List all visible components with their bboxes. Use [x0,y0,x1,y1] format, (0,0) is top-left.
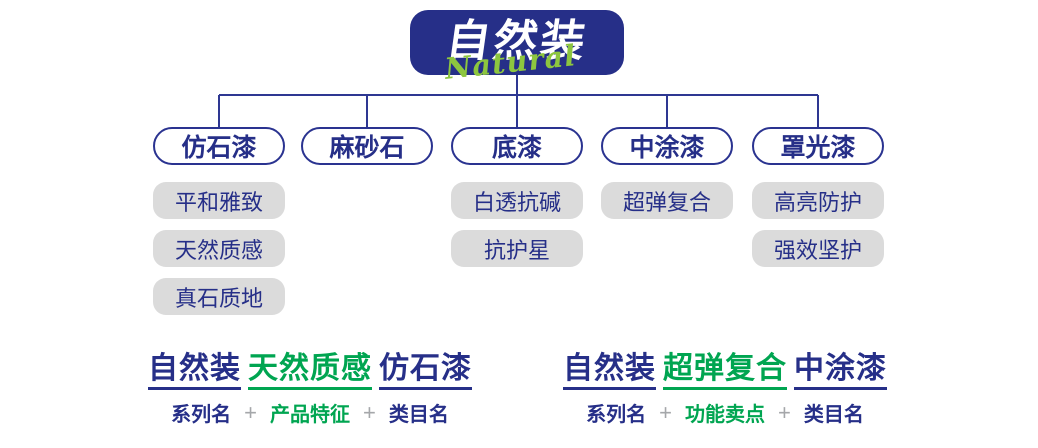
title-segment-series: 自然装 [148,352,241,390]
label-category: 类目名 [388,404,449,426]
category-box: 底漆 [451,127,583,165]
tree-column-2: 麻砂石 [301,127,433,182]
naming-example-2: 自然装超弹复合中涂漆系列名 + 功能卖点 + 类目名 [535,352,915,427]
feature-list: 白透抗碱抗护星 [451,182,583,267]
example-title: 自然装超弹复合中涂漆 [535,352,915,390]
label-feature: 产品特征 [270,404,350,426]
feature-list: 超弹复合 [601,182,733,219]
category-box: 中涂漆 [601,127,733,165]
label-series: 系列名 [171,404,232,426]
tree-column-5: 罩光漆高亮防护强效坚护 [752,127,884,267]
feature-box: 白透抗碱 [451,182,583,219]
tree-column-4: 中涂漆超弹复合 [601,127,733,219]
feature-box: 真石质地 [153,278,285,315]
label-series: 系列名 [586,404,647,426]
plus-sign: + [363,399,376,425]
feature-list: 高亮防护强效坚护 [752,182,884,267]
title-segment-series: 自然装 [563,352,656,390]
naming-example-1: 自然装天然质感仿石漆系列名 + 产品特征 + 类目名 [120,352,500,427]
title-segment-feature: 天然质感 [248,352,372,390]
tree-column-1: 仿石漆平和雅致天然质感真石质地 [153,127,285,315]
plus-sign: + [778,399,791,425]
plus-sign: + [244,399,257,425]
category-box: 罩光漆 [752,127,884,165]
label-category: 类目名 [803,404,864,426]
feature-box: 超弹复合 [601,182,733,219]
plus-sign: + [659,399,672,425]
brand-logo: 自然装 Natural [410,10,624,86]
feature-box: 高亮防护 [752,182,884,219]
feature-box: 强效坚护 [752,230,884,267]
title-segment-category: 中涂漆 [794,352,887,390]
feature-box: 抗护星 [451,230,583,267]
example-labels: 系列名 + 功能卖点 + 类目名 [535,398,915,427]
category-box: 仿石漆 [153,127,285,165]
tree-column-3: 底漆白透抗碱抗护星 [451,127,583,267]
title-segment-feature: 超弹复合 [663,352,787,390]
feature-box: 天然质感 [153,230,285,267]
feature-list: 平和雅致天然质感真石质地 [153,182,285,315]
example-labels: 系列名 + 产品特征 + 类目名 [120,398,500,427]
feature-box: 平和雅致 [153,182,285,219]
example-title: 自然装天然质感仿石漆 [120,352,500,390]
label-feature: 功能卖点 [685,404,765,426]
title-segment-category: 仿石漆 [379,352,472,390]
category-box: 麻砂石 [301,127,433,165]
